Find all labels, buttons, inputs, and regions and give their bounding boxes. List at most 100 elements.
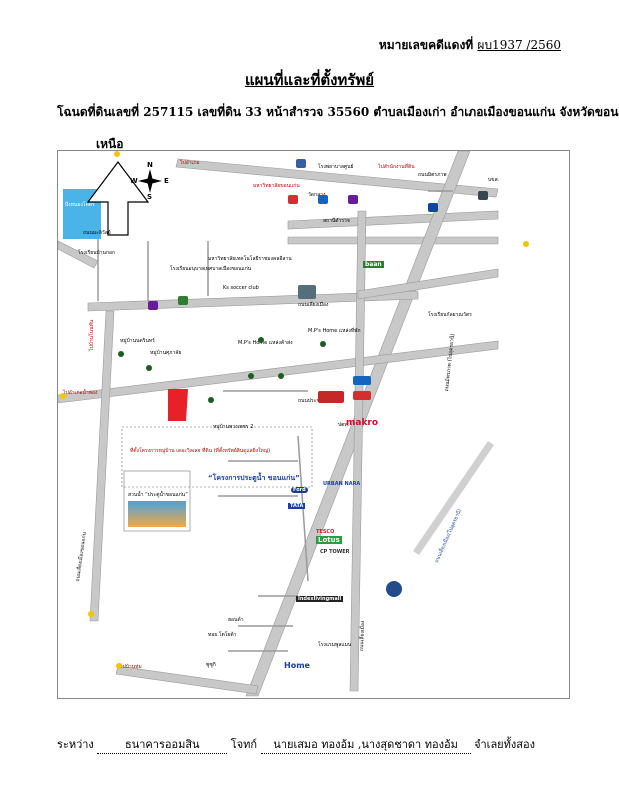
road-bottom [115, 665, 259, 695]
label-police: สถานีตำรวจ [323, 218, 350, 224]
subject-parcel [168, 389, 188, 421]
tata-logo: TATA [288, 503, 306, 509]
page-title: แผนที่และที่ตั้งทรัพย์ [244, 71, 375, 89]
house-icon [248, 373, 254, 379]
direction-sign-icon [116, 663, 122, 669]
project-boundary [121, 426, 313, 488]
compass-w: W [130, 177, 138, 185]
road-right-vertical [349, 210, 367, 692]
label-road-left: ไปอำเภอน้ำพอง [63, 390, 98, 396]
label-hospital-mid: มหาวิทยาลัยเทคโนโลยีราชมงคลอีสาน [208, 256, 292, 262]
poi-icon [318, 195, 328, 204]
case-value: ผบ1937 /2560 [477, 38, 561, 52]
label-rong-rian: โรงเรียนกัลยาณวัตร [428, 312, 472, 318]
building-icon [478, 191, 488, 200]
label-left-vertical: ไปบ้านโนนทัน [89, 319, 95, 351]
map-roads [58, 151, 499, 697]
between-label: ระหว่าง [57, 738, 94, 751]
label-road-top-left: ไปอำเภอ [180, 160, 200, 166]
label-road-bottom: ไปบ้านทุ่ม [120, 664, 142, 670]
road-right-diag [413, 441, 494, 555]
label-university: มหาวิทยาลัยขอนแก่น [253, 183, 300, 189]
label-mp-home-2: M.P's Home แหล่งที่พัก [308, 328, 361, 334]
label-prachasamosorn: ถนนประชาสโมสร [298, 397, 337, 405]
footer-parties: ระหว่าง ธนาคารออมสิน โจทก์ นายเสมอ ทองอ้… [57, 735, 577, 754]
north-label: เหนือ [96, 137, 124, 151]
defendant-names: นายเสมอ ทองอ้ม ,นางสุดชาดา ทองอ้ม [260, 735, 471, 754]
label-toyota: ทอย.โตโยต้า [208, 632, 237, 638]
poi-icon [318, 391, 344, 403]
poi-icon [178, 296, 188, 305]
tesco-logo: TESCO [316, 529, 335, 535]
poi-icon [288, 195, 298, 204]
label-ks-club: Ks soccer club [223, 285, 259, 291]
label-temple-road: ถนนมะลิวัลย์ [83, 230, 111, 236]
ford-logo: Ford [291, 487, 308, 493]
house-icon [278, 373, 284, 379]
plaintiff-name: ธนาคารออมสิน [97, 735, 228, 754]
north-arrow-shape [86, 161, 150, 236]
label-honda: ฮอนด้า [228, 617, 244, 623]
location-map: ไปอำเภอ โรงพยาบาลศูนย์ ไปสำนักงานที่ดิน … [57, 150, 570, 699]
homepro-logo: Home [284, 661, 310, 670]
direction-sign-icon [523, 241, 529, 247]
road-right-branch [357, 268, 499, 300]
case-number: หมายเลขคดีแดงที่ ผบ1937 /2560 [379, 36, 561, 55]
motorcycle-logo [386, 581, 402, 597]
label-village-b: หมู่บ้านศุภาลัย [150, 350, 182, 356]
makro-logo: makro [346, 418, 379, 428]
label-project-sub: สวนน้ำ “ประตูน้ำขอนแก่น” [128, 492, 188, 498]
label-hospital-top: โรงพยาบาลศูนย์ [318, 164, 354, 170]
poi-icon [428, 203, 438, 212]
direction-sign-icon [60, 393, 66, 399]
plaintiff-role: โจทก์ [230, 738, 258, 751]
poi-icon [348, 195, 358, 204]
road-left-vertical [89, 310, 115, 622]
case-label: หมายเลขคดีแดงที่ [378, 38, 474, 52]
deed-description: โฉนดที่ดินเลขที่ 257115 เลขที่ดิน 33 หน้… [57, 105, 619, 119]
building-icon [296, 159, 306, 168]
building-icon [298, 285, 316, 299]
label-district-office: ไปสำนักงานที่ดิน [378, 164, 415, 170]
label-village-c: หมู่บ้านพวงเพชร 2 [213, 424, 254, 430]
waterpark-image [128, 501, 186, 527]
direction-sign-icon [114, 151, 120, 157]
urban-logo: URBAN NARA [323, 481, 361, 487]
house-icon [320, 341, 326, 347]
label-bus-station: บขส. [488, 177, 500, 183]
label-school-mid: โรงเรียนอนุบาลเทศบาลเมืองขอนแก่น [170, 266, 252, 272]
defendant-role: จำเลยทั้งสอง [474, 738, 535, 751]
cp-tower-logo: CP TOWER [320, 549, 350, 555]
label-village-left: โรงเรียนบ้านกอก [78, 250, 116, 256]
label-lake: บึงหนองโคตร [65, 202, 95, 208]
poi-icon [353, 376, 371, 385]
label-pa: ปตท. [338, 422, 350, 428]
direction-sign-icon [88, 611, 94, 617]
lotus-logo: Lotus [316, 536, 342, 544]
baan-logo: baan [363, 261, 384, 268]
road-middle [58, 340, 499, 404]
road-upper2 [287, 236, 499, 245]
road-left-branch [58, 240, 99, 269]
house-icon [146, 365, 152, 371]
label-suzuki: ซูซูกิ [206, 662, 216, 668]
road-top [175, 158, 499, 198]
label-project-name: “โครงการประตูน้ำ ขอนแก่น” [208, 474, 300, 482]
waterpark-box [123, 470, 191, 532]
compass-rose [138, 169, 162, 193]
label-highway-right: ถนนมิตรภาพ [418, 172, 447, 178]
compass-s: S [147, 193, 153, 201]
label-subject-note: ที่ตั้งโครงการหมู่บ้าน เดอะวิลเลจ ที่ดิน… [130, 448, 271, 454]
road-upper [287, 210, 499, 230]
label-road-mid: ถนนเลี่ยงเมือง [298, 302, 329, 308]
compass-n: N [147, 161, 153, 169]
label-hotel: โรงแรมพูลแมน [318, 642, 352, 648]
house-icon [118, 351, 124, 357]
label-mp-home: M.P's Home แหล่งค้าส่ง [238, 340, 293, 346]
house-icon [258, 337, 264, 343]
house-icon [208, 397, 214, 403]
label-bottom-right-road: ถนนเลี่ยงเมือง [358, 620, 367, 652]
compass-e: E [164, 177, 169, 185]
index-living-logo: Indexlivingmall [296, 596, 344, 602]
poi-icon [353, 391, 371, 400]
